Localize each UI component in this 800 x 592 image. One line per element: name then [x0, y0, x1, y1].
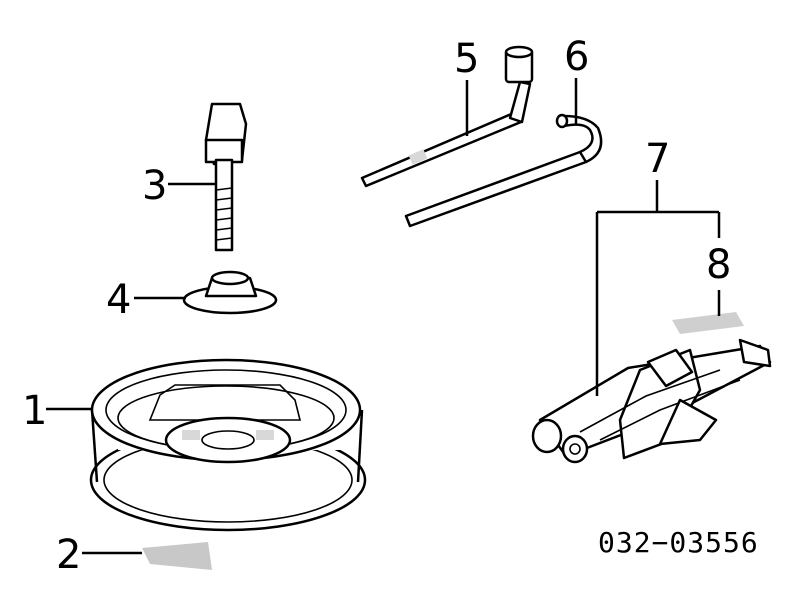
- callout-4: 4: [106, 277, 131, 323]
- callout-2: 2: [56, 532, 81, 578]
- leader-lines: [46, 78, 721, 555]
- spare-tire-bolt: [204, 102, 248, 252]
- jack-handle-wrench: [360, 45, 534, 188]
- wing-nut-washer: [182, 270, 278, 315]
- spare-wheel: [89, 358, 367, 532]
- callout-7: 7: [645, 136, 670, 182]
- callout-8: 8: [706, 242, 731, 288]
- diagram-code: 032−03556: [598, 526, 759, 559]
- callout-6: 6: [564, 34, 589, 80]
- callout-3: 3: [142, 163, 167, 209]
- scissor-jack: [531, 338, 772, 464]
- callout-5: 5: [454, 36, 479, 82]
- jack-handle-bar: [404, 113, 603, 228]
- callout-1: 1: [22, 388, 47, 434]
- wheel-label: [142, 542, 212, 570]
- jack-label: [672, 312, 744, 334]
